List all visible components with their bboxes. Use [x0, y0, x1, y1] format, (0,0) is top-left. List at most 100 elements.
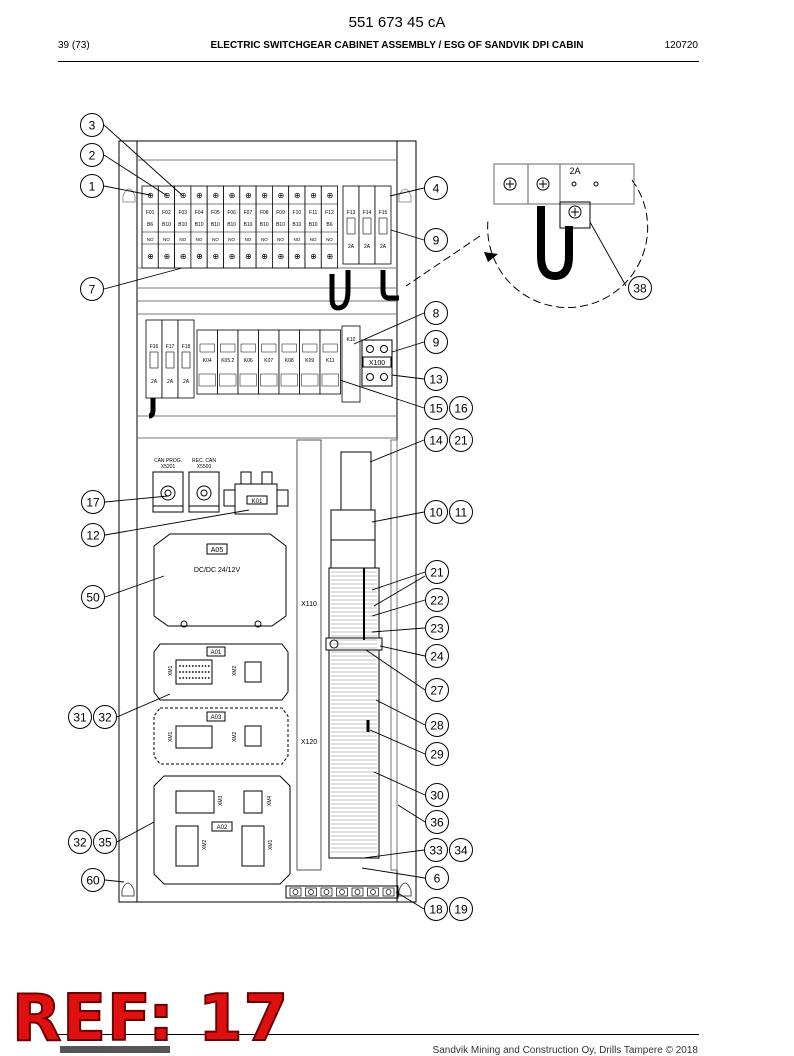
svg-text:⊕: ⊕	[147, 252, 154, 261]
svg-text:⊕: ⊕	[196, 191, 203, 200]
fuse-id: F05	[211, 210, 220, 216]
a01-id: A01	[211, 650, 222, 656]
fuse-id: F12	[325, 210, 334, 216]
fuse-rating: 2A	[167, 379, 174, 385]
callout-36: 36	[425, 810, 449, 834]
svg-text:⊕: ⊕	[326, 191, 333, 200]
svg-text:⊕: ⊕	[310, 252, 317, 261]
top-small-fuse-block: F13 2A F14 2A F15 2A	[342, 185, 392, 265]
fuse-id: F09	[276, 210, 285, 216]
fuse-rating: B10	[178, 222, 187, 228]
fuse-F14: F14 2A	[358, 185, 376, 265]
callout-3: 3	[80, 113, 104, 137]
callout-32: 32	[93, 705, 117, 729]
fuse-status: NO	[261, 237, 268, 242]
svg-text:⊕: ⊕	[261, 252, 268, 261]
callout-30: 30	[425, 783, 449, 807]
fuse-id: F08	[260, 210, 269, 216]
x120-label: X120	[301, 739, 317, 746]
document-title: ELECTRIC SWITCHGEAR CABINET ASSEMBLY / E…	[210, 40, 584, 51]
callout-21: 21	[425, 560, 449, 584]
svg-text:⊕: ⊕	[180, 191, 187, 200]
fuse-F13: F13 2A	[342, 185, 360, 265]
terminal-lines	[331, 568, 377, 853]
callout-38: 38	[628, 276, 652, 300]
callout-13: 13	[424, 367, 448, 391]
a05-id: A05	[211, 547, 224, 554]
callout-27: 27	[425, 678, 449, 702]
svg-text:7: 7	[89, 283, 96, 297]
can-prog-connector	[152, 471, 184, 513]
header-rule	[58, 61, 699, 62]
zoom-detail	[405, 163, 649, 309]
fuse-id: F06	[227, 210, 236, 216]
relay-K11: K11	[319, 329, 341, 395]
leader-lines	[103, 124, 627, 910]
mid-cable	[148, 398, 156, 419]
fuse-status: NO	[228, 237, 235, 242]
relay-K05.2: K05.2	[217, 329, 239, 395]
callout-4: 4	[424, 176, 448, 200]
relay-label: K06	[244, 358, 253, 364]
svg-text:33: 33	[429, 844, 443, 858]
callout-18: 18	[424, 897, 448, 921]
relay-label: K07	[264, 358, 273, 364]
relay-K04: K04	[196, 329, 218, 395]
a03-id: A03	[211, 715, 222, 721]
a05-text: DC/DC 24/12V	[194, 567, 241, 574]
fuse-rating: 2A	[348, 244, 355, 250]
svg-text:6: 6	[434, 872, 441, 886]
svg-text:⊕: ⊕	[278, 252, 285, 261]
rec-can-connector	[188, 471, 220, 513]
fuse-id: F14	[363, 210, 372, 216]
svg-text:18: 18	[429, 903, 443, 917]
svg-text:⊕: ⊕	[196, 252, 203, 261]
svg-text:22: 22	[430, 594, 444, 608]
svg-text:⊕: ⊕	[229, 191, 236, 200]
fuse-rating: B10	[276, 222, 285, 228]
relay-K09: K09	[299, 329, 321, 395]
svg-text:60: 60	[86, 874, 100, 888]
cabinet-outline	[118, 140, 417, 903]
svg-text:19: 19	[454, 903, 468, 917]
svg-text:⊕: ⊕	[278, 191, 285, 200]
fuse-id: F13	[347, 210, 356, 216]
callout-31: 31	[68, 705, 92, 729]
svg-text:29: 29	[430, 748, 444, 762]
callout-14: 14	[424, 428, 448, 452]
svg-text:3: 3	[89, 119, 96, 133]
svg-text:1: 1	[89, 180, 96, 194]
svg-text:⊕: ⊕	[212, 252, 219, 261]
ground-bar	[285, 885, 399, 899]
fuse-rating: B6	[147, 222, 153, 228]
svg-text:⊕: ⊕	[245, 191, 252, 200]
ref-stamp: REF: 17	[11, 981, 290, 1056]
svg-text:⊕: ⊕	[229, 252, 236, 261]
fuse-rating: 2A	[364, 244, 371, 250]
k01-label: K01	[252, 499, 263, 505]
fuse-status: NO	[245, 237, 252, 242]
fuse-id: F15	[379, 210, 388, 216]
svg-text:32: 32	[98, 711, 112, 725]
fuse-rating: 2A	[380, 244, 387, 250]
svg-text:21: 21	[454, 434, 468, 448]
x100-label: X100	[369, 360, 385, 367]
can-prog-label-2: X5201	[161, 464, 176, 470]
callout-1: 1	[80, 174, 104, 198]
a02-xm2: XM2	[202, 840, 208, 851]
fuse-id: F10	[293, 210, 302, 216]
